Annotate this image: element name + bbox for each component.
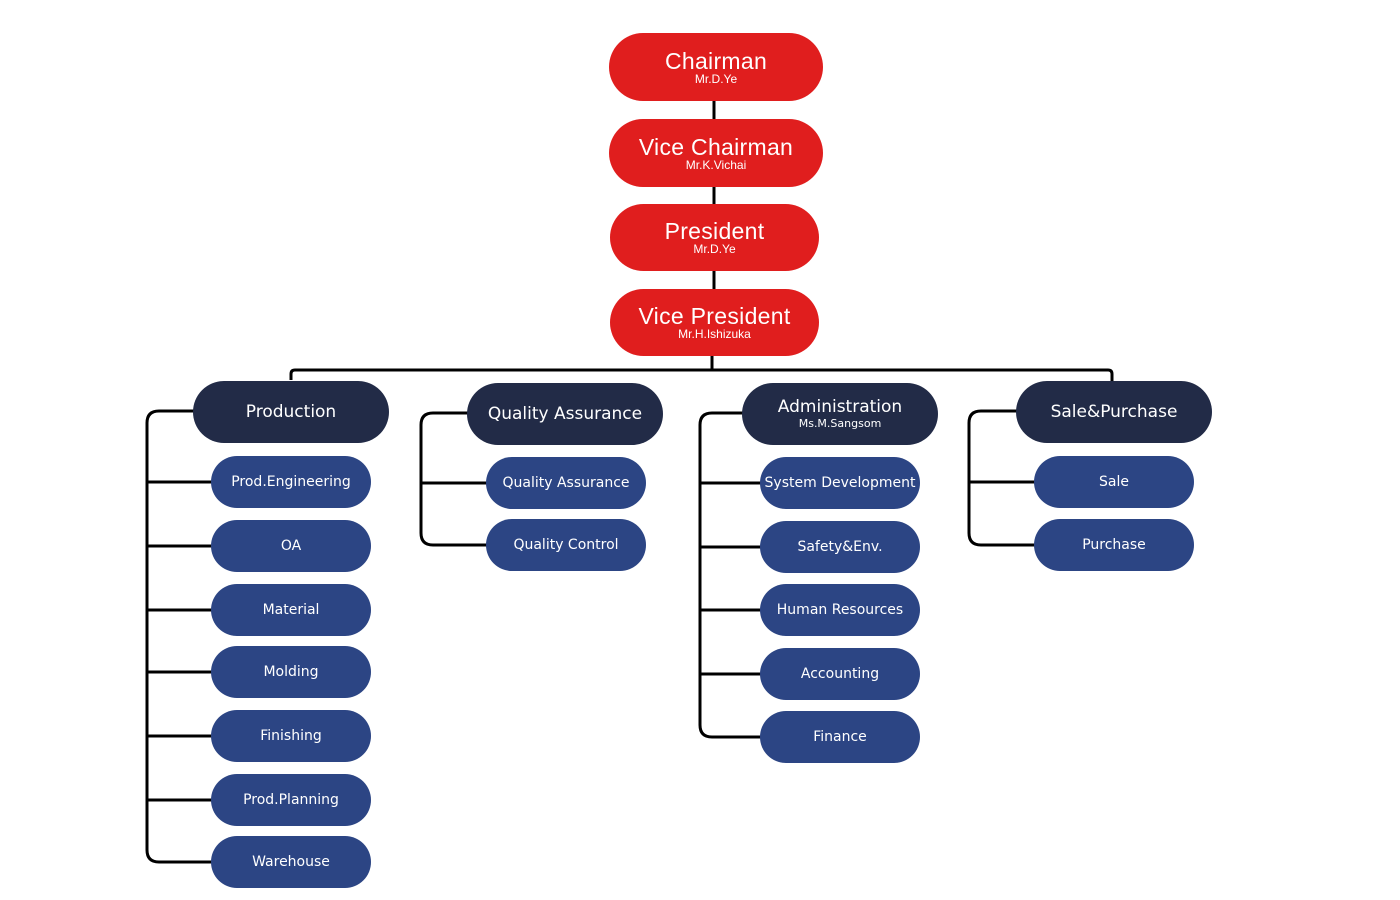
vice-chairman-name: Mr.K.Vichai <box>685 157 747 172</box>
dept-production-title: Production <box>245 402 337 422</box>
dept-administration: Administration Ms.M.Sangsom <box>742 383 938 445</box>
unit-label: Safety&Env. <box>797 539 883 555</box>
unit-label: Finance <box>813 729 867 745</box>
dept-sale-purchase: Sale&Purchase <box>1016 381 1212 443</box>
unit-molding: Molding <box>211 646 371 698</box>
unit-label: Finishing <box>260 728 322 744</box>
vice-president-box: Vice President Mr.H.Ishizuka <box>610 289 819 356</box>
unit-label: Quality Assurance <box>502 475 630 491</box>
unit-purchase: Purchase <box>1034 519 1194 571</box>
chairman-box: Chairman Mr.D.Ye <box>609 33 823 101</box>
unit-quality-control: Quality Control <box>486 519 646 571</box>
dept-sale-purchase-title: Sale&Purchase <box>1050 402 1178 422</box>
unit-finishing: Finishing <box>211 710 371 762</box>
president-name: Mr.D.Ye <box>693 242 736 256</box>
unit-label: Material <box>262 602 320 618</box>
unit-label: Human Resources <box>776 602 904 618</box>
unit-finance: Finance <box>760 711 920 763</box>
president-box: President Mr.D.Ye <box>610 204 819 271</box>
dept-quality-assurance: Quality Assurance <box>467 383 663 445</box>
unit-sale: Sale <box>1034 456 1194 508</box>
unit-label: Warehouse <box>252 854 330 870</box>
unit-label: Molding <box>263 664 319 680</box>
unit-quality-assurance: Quality Assurance <box>486 457 646 509</box>
connector-bracket <box>145 409 212 864</box>
unit-system-development: System Development <box>760 457 920 509</box>
vice-chairman-title: Vice Chairman <box>638 133 794 160</box>
chairman-name: Mr.D.Ye <box>694 71 738 86</box>
unit-prod-planning: Prod.Planning <box>211 774 371 826</box>
connector-bracket <box>967 409 1035 547</box>
unit-label: Quality Control <box>513 537 619 553</box>
unit-accounting: Accounting <box>760 648 920 700</box>
dept-production: Production <box>193 381 389 443</box>
vice-president-name: Mr.H.Ishizuka <box>678 327 751 341</box>
dept-administration-title: Administration <box>777 397 903 417</box>
unit-oa: OA <box>211 520 371 572</box>
unit-label: OA <box>280 538 302 554</box>
unit-label: Purchase <box>1082 537 1146 553</box>
vice-chairman-box: Vice Chairman Mr.K.Vichai <box>609 119 823 187</box>
connector-bracket <box>419 411 487 547</box>
unit-label: Accounting <box>800 666 880 682</box>
unit-warehouse: Warehouse <box>211 836 371 888</box>
unit-label: Prod.Engineering <box>231 474 351 490</box>
unit-label: Sale <box>1099 474 1129 490</box>
president-title: President <box>664 218 765 244</box>
chairman-title: Chairman <box>664 47 768 74</box>
unit-label: System Development <box>764 475 916 491</box>
unit-human-resources: Human Resources <box>760 584 920 636</box>
unit-material: Material <box>211 584 371 636</box>
connector-bracket <box>698 411 761 739</box>
unit-prod-engineering: Prod.Engineering <box>211 456 371 508</box>
connector-bracket <box>289 368 1114 382</box>
unit-label: Prod.Planning <box>243 792 339 808</box>
dept-quality-assurance-title: Quality Assurance <box>487 404 643 424</box>
unit-safety-env: Safety&Env. <box>760 521 920 573</box>
vice-president-title: Vice President <box>638 303 791 329</box>
dept-administration-head: Ms.M.Sangsom <box>798 417 882 430</box>
